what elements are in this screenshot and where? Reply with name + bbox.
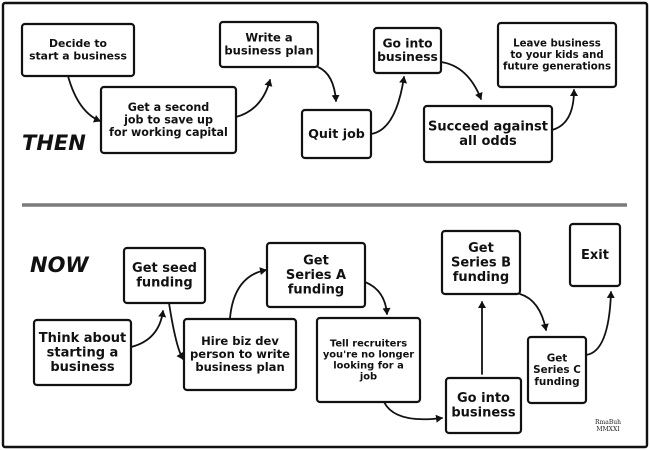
then-step-5-label-line: Go into xyxy=(382,36,432,50)
now-step-8-label-line: funding xyxy=(534,376,579,388)
now-step-8-label-line: Series C xyxy=(533,364,581,376)
now-step-8-box xyxy=(526,335,588,405)
now-heading: NOW xyxy=(30,253,89,277)
then-step-3-label-line: Write a xyxy=(245,31,292,45)
now-step-7-label-line: Series B xyxy=(451,255,511,270)
now-step-5-label-line: you're no longer xyxy=(323,349,414,360)
then-step-7-label-line: Leave business xyxy=(513,39,601,50)
arrow-now-2 xyxy=(168,302,184,360)
now-step-2-box xyxy=(122,246,207,305)
arrow-now-5 xyxy=(383,401,443,423)
now-step-3-box xyxy=(182,317,298,392)
now-step-9-box xyxy=(568,222,622,288)
signature-line: RmaBuh xyxy=(595,419,621,426)
now-step-6-box xyxy=(444,376,523,435)
arrow-then-2 xyxy=(235,79,273,118)
now-step-7-label-line: Get xyxy=(468,241,494,256)
then-step-7-label-line: to your kids and xyxy=(510,50,603,61)
now-step-5-label-line: Tell recruiters xyxy=(330,338,407,349)
now-step-9: Exit xyxy=(568,222,622,288)
arrow-then-3 xyxy=(317,66,340,102)
now-step-1-label-line: starting a xyxy=(47,345,119,360)
then-step-2-label-line: Get a second xyxy=(128,101,210,114)
then-step-7-label-line: future generations xyxy=(503,61,611,72)
now-step-7-label-line: funding xyxy=(453,270,510,285)
then-step-4: Quit job xyxy=(300,108,373,160)
then-step-6-label-line: all odds xyxy=(459,134,517,149)
now-step-9-label-line: Exit xyxy=(581,248,609,263)
then-step-2-box xyxy=(99,85,238,155)
now-step-3-label-line: person to write xyxy=(190,347,290,361)
then-step-2-label-line: job to save up xyxy=(123,113,213,126)
then-step-6-box xyxy=(422,104,554,164)
now-step-4-label-line: Series A xyxy=(286,268,346,283)
now-step-6-label-line: business xyxy=(451,406,516,421)
now-step-6-label-line: Go into xyxy=(457,391,510,406)
then-step-3-box xyxy=(218,20,320,69)
arrow-now-4 xyxy=(364,281,391,315)
arrow-now-8 xyxy=(585,291,615,356)
arrow-now-1 xyxy=(130,310,167,348)
then-step-5-box xyxy=(372,26,443,75)
signature-line: MMXXI xyxy=(596,426,620,433)
now-step-2-label-line: Get seed xyxy=(132,261,197,276)
now-step-4-label-line: Get xyxy=(303,253,329,268)
now-step-3-label-line: Hire biz dev xyxy=(201,334,279,348)
arrow-now-3 xyxy=(229,267,267,319)
now-step-5-label-line: looking for a xyxy=(333,361,404,372)
now-step-2-label-line: funding xyxy=(136,276,193,291)
now-step-5-label-line: job xyxy=(359,372,377,383)
now-step-8-label-line: Get xyxy=(547,352,568,364)
then-heading: THEN xyxy=(22,131,86,155)
then-arrows xyxy=(67,61,578,135)
now-step-4-label-line: funding xyxy=(288,282,345,297)
now-step-7-box xyxy=(440,229,522,296)
then-step-3-label-line: business plan xyxy=(224,43,313,57)
arrow-then-1 xyxy=(67,75,101,123)
now-step-3-label-line: business plan xyxy=(195,360,284,374)
arrow-then-6 xyxy=(551,89,578,131)
arrow-then-4 xyxy=(370,76,408,135)
then-step-7-box xyxy=(496,21,618,89)
then-step-4-label-line: Quit job xyxy=(308,126,365,141)
now-step-1-label-line: business xyxy=(50,360,115,375)
now-arrows xyxy=(130,267,615,423)
now-step-1-label-line: Think about xyxy=(39,331,126,346)
then-step-1-label-line: start a business xyxy=(29,49,127,62)
then-step-5-label-line: business xyxy=(377,50,438,64)
arrow-now-7 xyxy=(519,293,549,331)
now-step-1-box xyxy=(32,318,133,387)
now-step-5-box xyxy=(315,316,422,404)
then-step-4-box xyxy=(300,108,373,160)
arrow-then-5 xyxy=(440,61,483,100)
now-step-4-box xyxy=(265,241,367,309)
then-step-1-label-line: Decide to xyxy=(49,37,107,50)
then-step-6-label-line: Succeed against xyxy=(428,120,548,135)
then-step-1-box xyxy=(20,22,136,78)
then-step-2-label-line: for working capital xyxy=(109,126,228,139)
